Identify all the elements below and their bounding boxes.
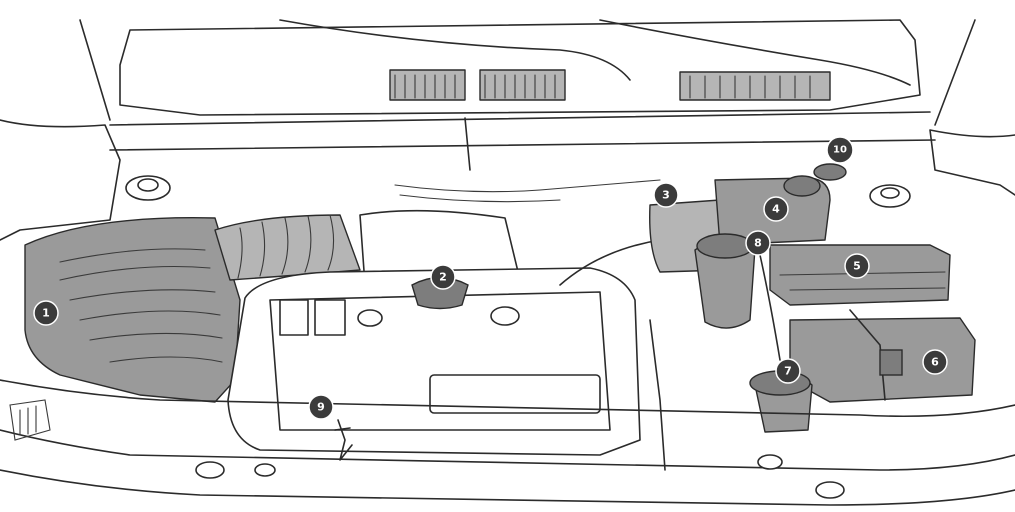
callout-4-marker [763, 196, 789, 222]
cowl-seam [464, 117, 471, 171]
right-hood-strut [934, 19, 976, 126]
wiper-arm [279, 19, 631, 81]
callout-7-label: 7 [784, 365, 792, 378]
callout-8-label: 8 [754, 237, 762, 250]
wiper-arm-right [599, 19, 911, 86]
callout-9-marker [308, 394, 334, 420]
callout-3: 3 [653, 182, 679, 208]
wiring-harness [394, 179, 661, 203]
callout-3-marker [653, 182, 679, 208]
oil-dipstick-shape [334, 419, 353, 461]
callout-6: 6 [922, 349, 948, 375]
coolant-hose [759, 254, 781, 361]
callout-6-label: 6 [931, 356, 939, 369]
callout-1: 1 [33, 300, 59, 326]
radiator-support-upper [0, 379, 1015, 418]
intake-duct-rings [237, 214, 335, 279]
callout-2: 2 [430, 264, 456, 290]
callout-6-marker [922, 349, 948, 375]
radiator-support-lower [0, 429, 1015, 471]
callout-5: 5 [844, 253, 870, 279]
callout-8: 8 [745, 230, 771, 256]
engine-cover-inner [269, 291, 611, 431]
hood-latch-right [757, 454, 845, 499]
power-steering-cap-shape [696, 233, 754, 259]
callout-10: 10 [826, 136, 854, 164]
battery-strap [849, 309, 886, 401]
callout-8-marker [745, 230, 771, 256]
callout-4-label: 4 [772, 203, 780, 216]
intake-plenum [359, 209, 521, 286]
callout-9: 9 [308, 394, 334, 420]
battery-clamp [879, 349, 903, 376]
engine-cover-bosses [279, 299, 601, 414]
callout-5-marker [844, 253, 870, 279]
air-cleaner-ribs [59, 248, 223, 363]
callout-7: 7 [775, 358, 801, 384]
callout-2-label: 2 [439, 271, 447, 284]
ac-line [649, 319, 666, 471]
bumper-edge [0, 469, 1015, 506]
cowl-panel [119, 19, 921, 116]
callout-10-label: 10 [833, 145, 847, 156]
left-headlamp-connector [9, 399, 51, 441]
callout-4: 4 [763, 196, 789, 222]
left-hood-strut [79, 19, 111, 121]
callout-1-label: 1 [42, 307, 50, 320]
callout-5-label: 5 [853, 260, 861, 273]
left-strut-tower [125, 175, 171, 201]
right-strut-tower [869, 184, 911, 208]
callout-7-marker [775, 358, 801, 384]
washer-filler-cap-shape [813, 163, 847, 181]
washer-cap-shape [783, 175, 821, 197]
callout-1-marker [33, 300, 59, 326]
air-cleaner-housing [24, 217, 241, 403]
callout-3-label: 3 [662, 189, 670, 202]
callout-9-label: 9 [317, 401, 325, 414]
callout-10-marker [826, 136, 854, 164]
cowl-vents [389, 69, 831, 101]
callout-2-marker [430, 264, 456, 290]
hood-latch-left [195, 461, 276, 479]
right-fender-edge [929, 129, 1015, 196]
cowl-front-edge [109, 139, 936, 151]
left-fender-edge [0, 119, 121, 241]
cowl-lower-edge [109, 111, 931, 126]
